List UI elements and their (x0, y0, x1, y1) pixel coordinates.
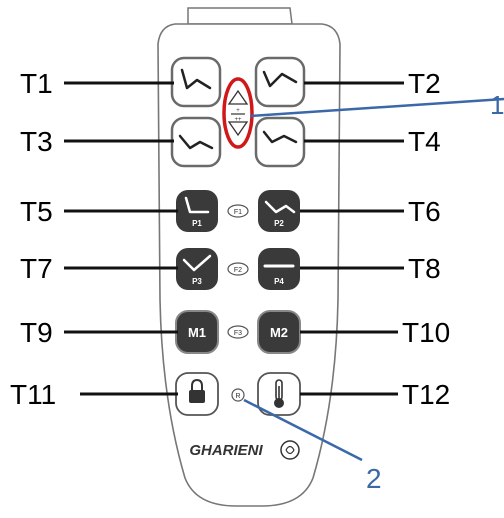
label-t3: T3 (20, 126, 53, 157)
label-t4: T4 (408, 126, 441, 157)
f1-label: F1 (234, 209, 242, 216)
button-t6-p2[interactable]: P2 (258, 190, 300, 232)
button-t11-lock[interactable] (175, 372, 219, 416)
remote-top-tab (187, 7, 293, 25)
lock-icon (189, 390, 205, 403)
button-t4[interactable] (254, 116, 306, 168)
lock-shackle (191, 378, 203, 391)
thermometer-bulb (274, 398, 284, 408)
p3-label: P3 (192, 277, 202, 286)
button-t5-p1[interactable]: P1 (176, 190, 218, 232)
arrow-up-icon (227, 89, 249, 105)
label-t12: T12 (402, 379, 450, 410)
m2-label: M2 (270, 325, 288, 340)
m1-label: M1 (188, 325, 206, 340)
bed-head-down-icon (178, 134, 214, 150)
preset-position-icon (264, 200, 296, 214)
callout-line-1 (249, 97, 504, 118)
arrow-down-icon (227, 121, 249, 137)
button-t10-m2[interactable]: M2 (257, 310, 301, 354)
r-label: R (235, 393, 240, 400)
brand-logo: GHARIENI (189, 440, 300, 460)
highlight-ring (222, 77, 254, 149)
connector-f1: F1 (227, 204, 249, 218)
bed-leg-up-icon (262, 70, 298, 88)
p4-label: P4 (274, 277, 284, 286)
leader-lines (64, 81, 404, 396)
callout-line-2 (243, 398, 363, 462)
f2-label: F2 (234, 267, 242, 274)
label-t9: T9 (20, 317, 53, 348)
center-arrows[interactable]: + ++ (222, 77, 254, 149)
button-t12-thermometer[interactable] (257, 372, 301, 416)
bed-head-up-icon (180, 68, 212, 90)
button-t1[interactable] (170, 56, 222, 108)
button-t3[interactable] (170, 116, 222, 168)
button-t8-p4[interactable]: P4 (258, 248, 300, 290)
connector-r: R (231, 388, 245, 402)
button-t7-p3[interactable]: P3 (176, 248, 218, 290)
label-t8: T8 (408, 253, 441, 284)
label-t6: T6 (408, 196, 441, 227)
label-t1: T1 (20, 68, 53, 99)
plus-label: + (236, 108, 240, 114)
labels: T1 T2 T3 T4 T5 T6 T7 T8 T9 T10 T11 T12 (10, 68, 450, 410)
button-t9-m1[interactable]: M1 (175, 310, 219, 354)
p2-label: P2 (274, 219, 284, 228)
callout-label-1: 1 (490, 90, 504, 120)
connector-f2: F2 (227, 262, 249, 276)
label-t11: T11 (10, 379, 56, 410)
callout-label-2: 2 (366, 463, 382, 494)
bed-leg-down-icon (262, 130, 298, 144)
label-t7: T7 (20, 253, 53, 284)
preset-position-icon (184, 196, 210, 214)
f3-label: F3 (234, 330, 242, 337)
label-t10: T10 (402, 317, 450, 348)
preset-position-icon (182, 254, 212, 272)
plusplus-label: ++ (234, 117, 242, 123)
label-t2: T2 (408, 68, 441, 99)
p1-label: P1 (192, 219, 202, 228)
label-t5: T5 (20, 196, 53, 227)
brand-text: GHARIENI (189, 442, 263, 459)
connector-f3: F3 (227, 325, 249, 339)
button-t2[interactable] (254, 56, 306, 108)
